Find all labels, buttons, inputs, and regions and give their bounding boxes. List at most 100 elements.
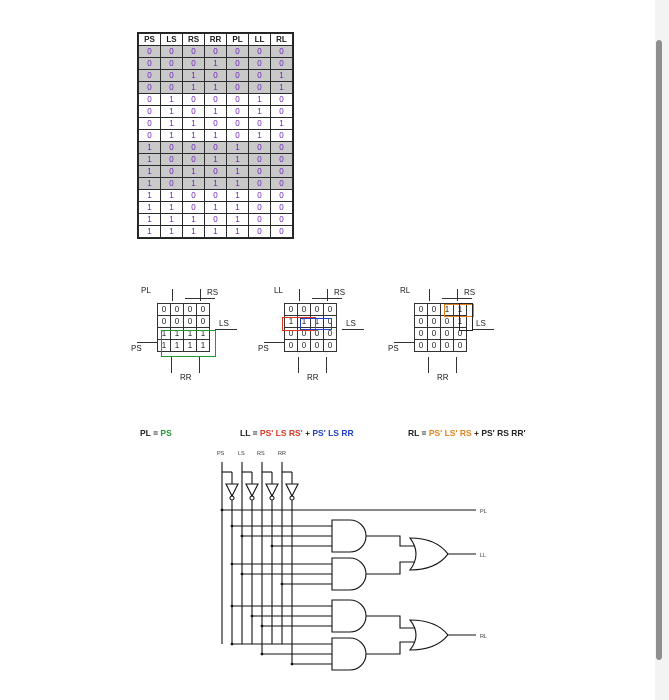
truth-table-cell: 0 xyxy=(248,117,271,130)
truth-table-cell: 1 xyxy=(182,177,205,190)
input-label-ps: PS xyxy=(217,451,225,457)
truth-table-header-cell: PS xyxy=(138,33,161,46)
and-gate-4 xyxy=(331,637,367,671)
truth-table-cell: 0 xyxy=(270,93,293,106)
truth-table-cell: 0 xyxy=(248,213,271,226)
kmap-variable-bar xyxy=(298,357,299,373)
truth-table-cell: 1 xyxy=(270,81,293,94)
scrollbar[interactable] xyxy=(656,40,662,660)
kmap-cell: 0 xyxy=(440,327,454,340)
kmap-cell: 1 xyxy=(196,339,210,352)
truth-table-cell: 0 xyxy=(248,57,271,70)
truth-table-cell: 0 xyxy=(204,93,227,106)
truth-table-cell: 1 xyxy=(138,225,161,238)
truth-table-cell: 1 xyxy=(270,117,293,130)
truth-table-cell: 0 xyxy=(248,189,271,202)
truth-table-cell: 0 xyxy=(138,93,161,106)
truth-table-cell: 0 xyxy=(182,153,205,166)
truth-table-cell: 0 xyxy=(248,81,271,94)
kmap-variable-bar xyxy=(264,342,284,343)
kmap-cell: 0 xyxy=(427,303,441,316)
truth-table-cell: 0 xyxy=(182,45,205,58)
truth-table-cell: 1 xyxy=(182,117,205,130)
not-gate-ps xyxy=(225,472,239,644)
truth-table-cell: 1 xyxy=(226,189,249,202)
truth-table-cell: 1 xyxy=(160,225,183,238)
truth-table-cell: 0 xyxy=(182,57,205,70)
kmap-col-var: RS xyxy=(334,288,346,297)
kmap-var-label: LS xyxy=(346,319,356,328)
kmap-variable-bar xyxy=(456,357,457,373)
truth-table-cell: 0 xyxy=(226,45,249,58)
kmap-cell: 0 xyxy=(414,315,428,328)
truth-table-cell: 1 xyxy=(182,69,205,82)
truth-table-cell: 0 xyxy=(270,141,293,154)
eq-plus: + xyxy=(471,428,482,438)
truth-table-cell: 1 xyxy=(160,189,183,202)
eq-term: PS' LS RS' xyxy=(259,428,303,438)
kmap-variable-bar xyxy=(457,289,458,301)
kmap-title: LL xyxy=(274,286,283,295)
truth-table-cell: 0 xyxy=(248,45,271,58)
truth-table-cell: 1 xyxy=(182,225,205,238)
kmap-cell: 0 xyxy=(170,315,184,328)
truth-table-cell: 1 xyxy=(204,153,227,166)
truth-table-cell: 1 xyxy=(138,165,161,178)
truth-table-cell: 0 xyxy=(182,141,205,154)
logic-circuit: PS LS RS RR PL LL RL xyxy=(217,451,487,671)
truth-table-cell: 0 xyxy=(204,141,227,154)
truth-table-cell: 0 xyxy=(248,177,271,190)
equation-ll: LL = PS' LS RS' + PS' LS RR xyxy=(240,428,354,438)
truth-table-cell: 0 xyxy=(160,153,183,166)
truth-table-cell: 0 xyxy=(270,213,293,226)
truth-table-cell: 0 xyxy=(226,129,249,142)
kmap-variable-bar xyxy=(299,289,300,301)
kmap-group-loop xyxy=(300,318,332,330)
eq-plus: + xyxy=(302,428,313,438)
kmap-var-label: PS xyxy=(131,344,142,353)
kmap-variable-bar xyxy=(171,357,172,373)
kmap-cell: 0 xyxy=(196,315,210,328)
kmap-cell: 0 xyxy=(440,315,454,328)
output-label-rl: RL xyxy=(480,634,487,640)
kmap-cell: 0 xyxy=(453,339,467,352)
or-gate-ll xyxy=(408,537,449,571)
truth-table-cell: 0 xyxy=(138,81,161,94)
kmap-group-loop xyxy=(282,317,316,331)
truth-table-cell: 0 xyxy=(138,105,161,118)
eq-term: PS' LS' RS xyxy=(428,428,472,438)
truth-table-cell: 0 xyxy=(204,117,227,130)
truth-table-cell: 0 xyxy=(160,177,183,190)
truth-table-cell: 1 xyxy=(270,69,293,82)
truth-table-cell: 1 xyxy=(138,141,161,154)
truth-table-cell: 0 xyxy=(270,225,293,238)
truth-table-cell: 1 xyxy=(226,165,249,178)
kmap-title: PL xyxy=(141,286,151,295)
truth-table-cell: 1 xyxy=(182,213,205,226)
truth-table-cell: 0 xyxy=(182,105,205,118)
truth-table-cell: 1 xyxy=(248,93,271,106)
truth-table-cell: 0 xyxy=(204,189,227,202)
truth-table-cell: 0 xyxy=(270,105,293,118)
truth-table-cell: 0 xyxy=(204,45,227,58)
kmap-cell: 0 xyxy=(427,339,441,352)
truth-table-cell: 1 xyxy=(226,225,249,238)
kmap-cell: 1 xyxy=(157,339,171,352)
truth-table-cell: 1 xyxy=(204,225,227,238)
truth-table-cell: 1 xyxy=(138,201,161,214)
kmap-var-label: RR xyxy=(307,373,319,382)
truth-table-cell: 1 xyxy=(138,153,161,166)
truth-table-cell: 0 xyxy=(270,129,293,142)
truth-table-header-cell: RR xyxy=(204,33,227,46)
truth-table-cell: 1 xyxy=(204,201,227,214)
